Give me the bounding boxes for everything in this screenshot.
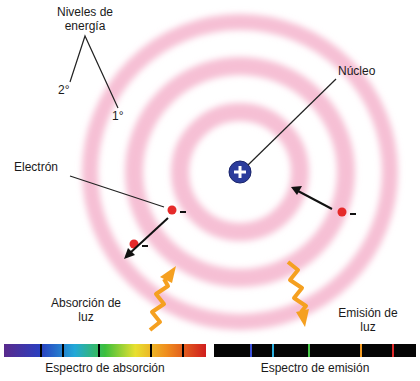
light-waves xyxy=(150,262,309,330)
part-name: Núcleo xyxy=(338,64,375,78)
process-label: Emisión de luz xyxy=(336,306,400,334)
spectrum-caption: Espectro de absorción xyxy=(4,361,206,375)
process-label: Absorción de luz xyxy=(46,296,126,324)
electrons xyxy=(130,206,357,249)
absorption-spectrum xyxy=(4,344,206,357)
leader-lines xyxy=(70,36,336,207)
level-number: 1° xyxy=(112,109,123,123)
level-title: Niveles de energía xyxy=(40,5,130,33)
transition-arrows xyxy=(124,186,332,259)
part-name: Electrón xyxy=(14,160,58,174)
emission-spectrum xyxy=(214,344,416,357)
spectrum-caption: Espectro de emisión xyxy=(214,361,416,375)
energy-rings xyxy=(90,22,390,322)
nucleus xyxy=(229,161,251,183)
level-number: 2° xyxy=(58,83,69,97)
